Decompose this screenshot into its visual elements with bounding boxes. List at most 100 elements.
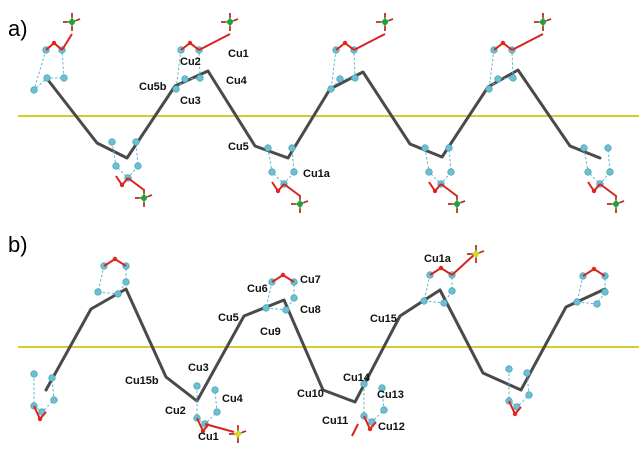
copper-atom	[606, 168, 614, 176]
copper-atom	[132, 138, 140, 146]
oxygen-atom	[512, 411, 518, 417]
oxygen-atom	[51, 40, 57, 46]
panel-b-label-cu15b: Cu15b	[125, 375, 159, 387]
panel-b-label-cu7: Cu7	[300, 274, 321, 286]
upper-cluster	[30, 13, 81, 94]
panel-b-label-cu15: Cu15	[370, 313, 397, 325]
oxygen-atom	[200, 428, 206, 434]
bond	[147, 194, 153, 198]
oxygen-atom	[187, 40, 193, 46]
panel-b-label: b)	[8, 232, 28, 257]
upper-cluster	[573, 266, 609, 308]
copper-atom	[43, 74, 51, 82]
oxygen-link	[511, 33, 544, 51]
copper-atom	[601, 288, 609, 296]
chlorine-atom	[613, 201, 619, 207]
chlorine-atom	[227, 19, 233, 25]
copper-atom	[360, 380, 368, 388]
copper-atom	[573, 298, 581, 306]
copper-atom	[114, 290, 122, 298]
panel-a-label-cu5b: Cu5b	[139, 81, 167, 93]
panel-b-label-cu13: Cu13	[377, 389, 404, 401]
copper-atom	[290, 294, 298, 302]
sulfur-atom	[473, 251, 479, 257]
lower-cluster	[505, 365, 533, 417]
lower-cluster	[193, 382, 247, 443]
contact-dash	[330, 49, 356, 91]
upper-cluster	[485, 13, 552, 93]
oxygen-atom	[438, 265, 444, 271]
oxygen-link	[440, 183, 458, 197]
panel-b-label-cu14: Cu14	[343, 372, 371, 384]
panel-b-label-cu3: Cu3	[188, 362, 209, 374]
bond	[75, 18, 81, 22]
panel-a-label-cu4: Cu4	[226, 75, 248, 87]
copper-atom	[420, 297, 428, 305]
bond	[619, 200, 625, 204]
oxygen-link	[204, 423, 235, 433]
sulfur-atom	[235, 431, 241, 437]
panel-b-label-cu1a: Cu1a	[424, 253, 452, 265]
copper-atom	[523, 369, 531, 377]
panel-b-label-cu8: Cu8	[300, 304, 321, 316]
contact-dash	[175, 49, 201, 91]
oxygen-link	[353, 33, 386, 51]
contact-dash	[424, 147, 452, 185]
copper-atom	[288, 144, 296, 152]
oxygen-atom	[275, 188, 281, 194]
oxygen-atom	[591, 266, 597, 272]
copper-atom	[30, 370, 38, 378]
panel-a-zigzag-chain	[46, 68, 602, 160]
copper-atom	[351, 74, 359, 82]
lower-cluster	[580, 144, 625, 213]
upper-cluster	[94, 256, 130, 298]
oxygen-atom	[119, 182, 125, 188]
copper-atom	[282, 306, 290, 314]
copper-atom	[525, 391, 533, 399]
upper-cluster	[172, 13, 239, 93]
chlorine-atom	[454, 201, 460, 207]
bond	[479, 250, 485, 254]
panel-a-label-cu2: Cu2	[180, 56, 201, 68]
copper-atom	[604, 144, 612, 152]
copper-atom	[425, 168, 433, 176]
upper-cluster	[327, 13, 394, 93]
copper-atom	[213, 408, 221, 416]
panel-b-label-cu11: Cu11	[322, 415, 348, 427]
oxygen-atom	[37, 416, 43, 422]
copper-atom	[48, 374, 56, 382]
bond	[303, 200, 309, 204]
copper-atom	[509, 74, 517, 82]
copper-atom	[30, 86, 38, 94]
lower-cluster	[351, 380, 388, 437]
oxygen-atom	[432, 188, 438, 194]
panel-a-label: a)	[8, 16, 28, 41]
copper-atom	[380, 406, 388, 414]
panel-b-label-cu6: Cu6	[247, 283, 268, 295]
oxygen-link	[599, 183, 617, 197]
copper-atom	[336, 75, 344, 83]
copper-atom	[193, 382, 201, 390]
oxygen-link	[351, 423, 359, 437]
upper-cluster	[420, 245, 485, 307]
copper-atom	[593, 300, 601, 308]
oxygen-atom	[591, 188, 597, 194]
oxygen-link	[198, 33, 231, 51]
copper-atom	[440, 299, 448, 307]
copper-atom	[181, 75, 189, 83]
oxygen-atom	[500, 40, 506, 46]
chlorine-atom	[382, 19, 388, 25]
contact-dash	[488, 49, 514, 91]
panel-b-label-cu1: Cu1	[198, 431, 219, 443]
copper-atom	[172, 85, 180, 93]
copper-atom	[112, 162, 120, 170]
upper-cluster	[262, 272, 298, 314]
copper-atom	[494, 75, 502, 83]
copper-atom	[50, 396, 58, 404]
copper-atom	[268, 168, 276, 176]
copper-atom	[580, 144, 588, 152]
panel-b-label-cu5: Cu5	[218, 312, 239, 324]
copper-atom	[505, 365, 513, 373]
oxygen-link	[61, 33, 73, 51]
